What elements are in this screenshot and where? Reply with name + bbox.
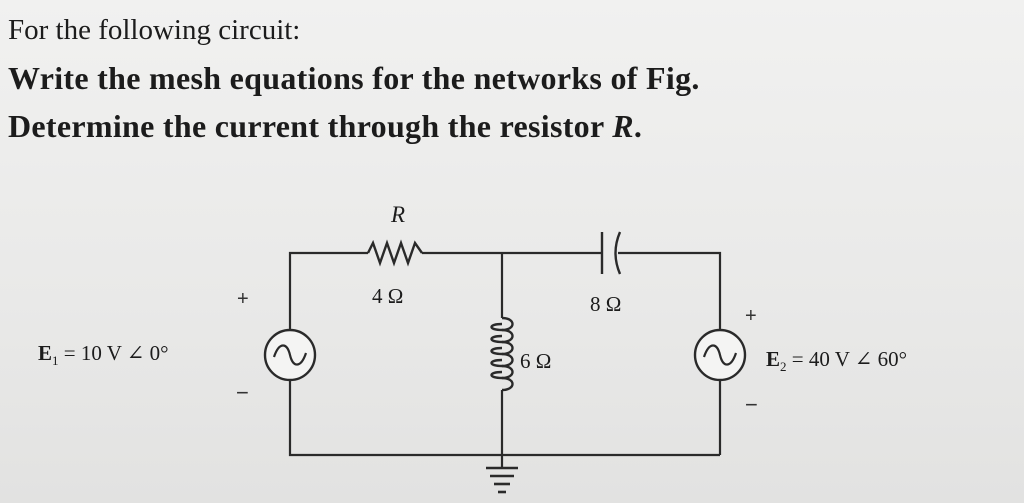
source-2-label: E2 = 40 V ∠ 60°: [766, 347, 907, 374]
source-2-symbol: [693, 328, 747, 382]
resistor-value-label: 4 Ω: [372, 284, 403, 308]
source-1-label: E1 = 10 V ∠ 0°: [38, 341, 169, 368]
resistor-symbol: [366, 239, 423, 267]
wire-bottom: [288, 380, 720, 457]
source-1-subscript: 1: [52, 353, 59, 368]
source-1-plus: +: [237, 288, 249, 310]
source-2-subscript: 2: [780, 359, 787, 374]
question-line-1: Write the mesh equations for the network…: [8, 60, 700, 96]
capacitor-value-label: 8 Ω: [590, 292, 621, 316]
source-1-value: = 10 V ∠ 0°: [59, 341, 169, 365]
inductor-symbol: [490, 316, 514, 392]
question-line-2-end: .: [633, 108, 643, 144]
source-2-letter: E: [766, 347, 780, 371]
source-1-symbol: [263, 328, 317, 382]
question-line-2: Determine the current through the resist…: [8, 108, 642, 145]
source-2-minus: −: [745, 392, 758, 417]
source-1-minus: −: [236, 380, 249, 405]
source-2-plus: +: [745, 305, 757, 327]
question-line-2-main: Determine the current through the resist…: [8, 108, 613, 144]
capacitor-symbol: [600, 231, 622, 275]
source-2-value: = 40 V ∠ 60°: [787, 347, 908, 371]
inductor-value-label: 6 Ω: [520, 349, 551, 373]
ground-symbol: [486, 466, 518, 494]
resistor-name-label: R: [390, 202, 405, 227]
source-1-letter: E: [38, 341, 52, 365]
question-intro: For the following circuit:: [8, 14, 301, 46]
question-line-2-variable: R: [612, 108, 634, 144]
circuit-wires: [288, 251, 722, 468]
wire-left-top: [288, 251, 368, 330]
wire-capacitor-right: [618, 251, 722, 330]
